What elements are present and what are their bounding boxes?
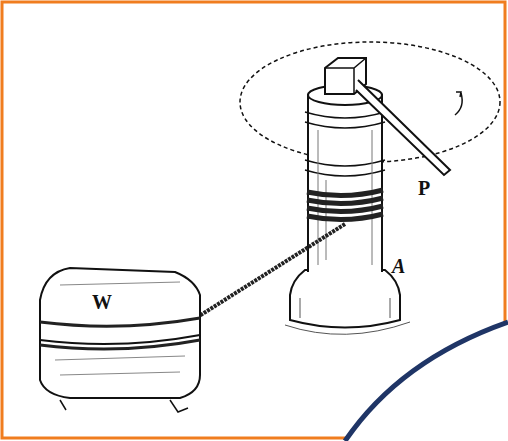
- corner-ground: [345, 322, 508, 441]
- post: [308, 95, 382, 272]
- rotation-arrow: [455, 93, 462, 115]
- post-ring: [305, 112, 385, 176]
- lever-bar: [356, 80, 450, 175]
- wood-grain: [55, 282, 185, 375]
- load-letter: W: [92, 292, 112, 312]
- post-base: [290, 270, 400, 328]
- rope: [196, 224, 345, 318]
- shade-line: [300, 298, 390, 318]
- lever-letter: P: [418, 178, 430, 198]
- rope-coil: [307, 190, 383, 220]
- rope-binding: [40, 318, 200, 349]
- load-block: [40, 268, 200, 398]
- block-feet: [60, 400, 188, 412]
- post-letter: A: [392, 256, 405, 276]
- corner-curve: [345, 322, 508, 441]
- ground-shadow: [285, 322, 410, 334]
- arrow-head: [456, 92, 461, 97]
